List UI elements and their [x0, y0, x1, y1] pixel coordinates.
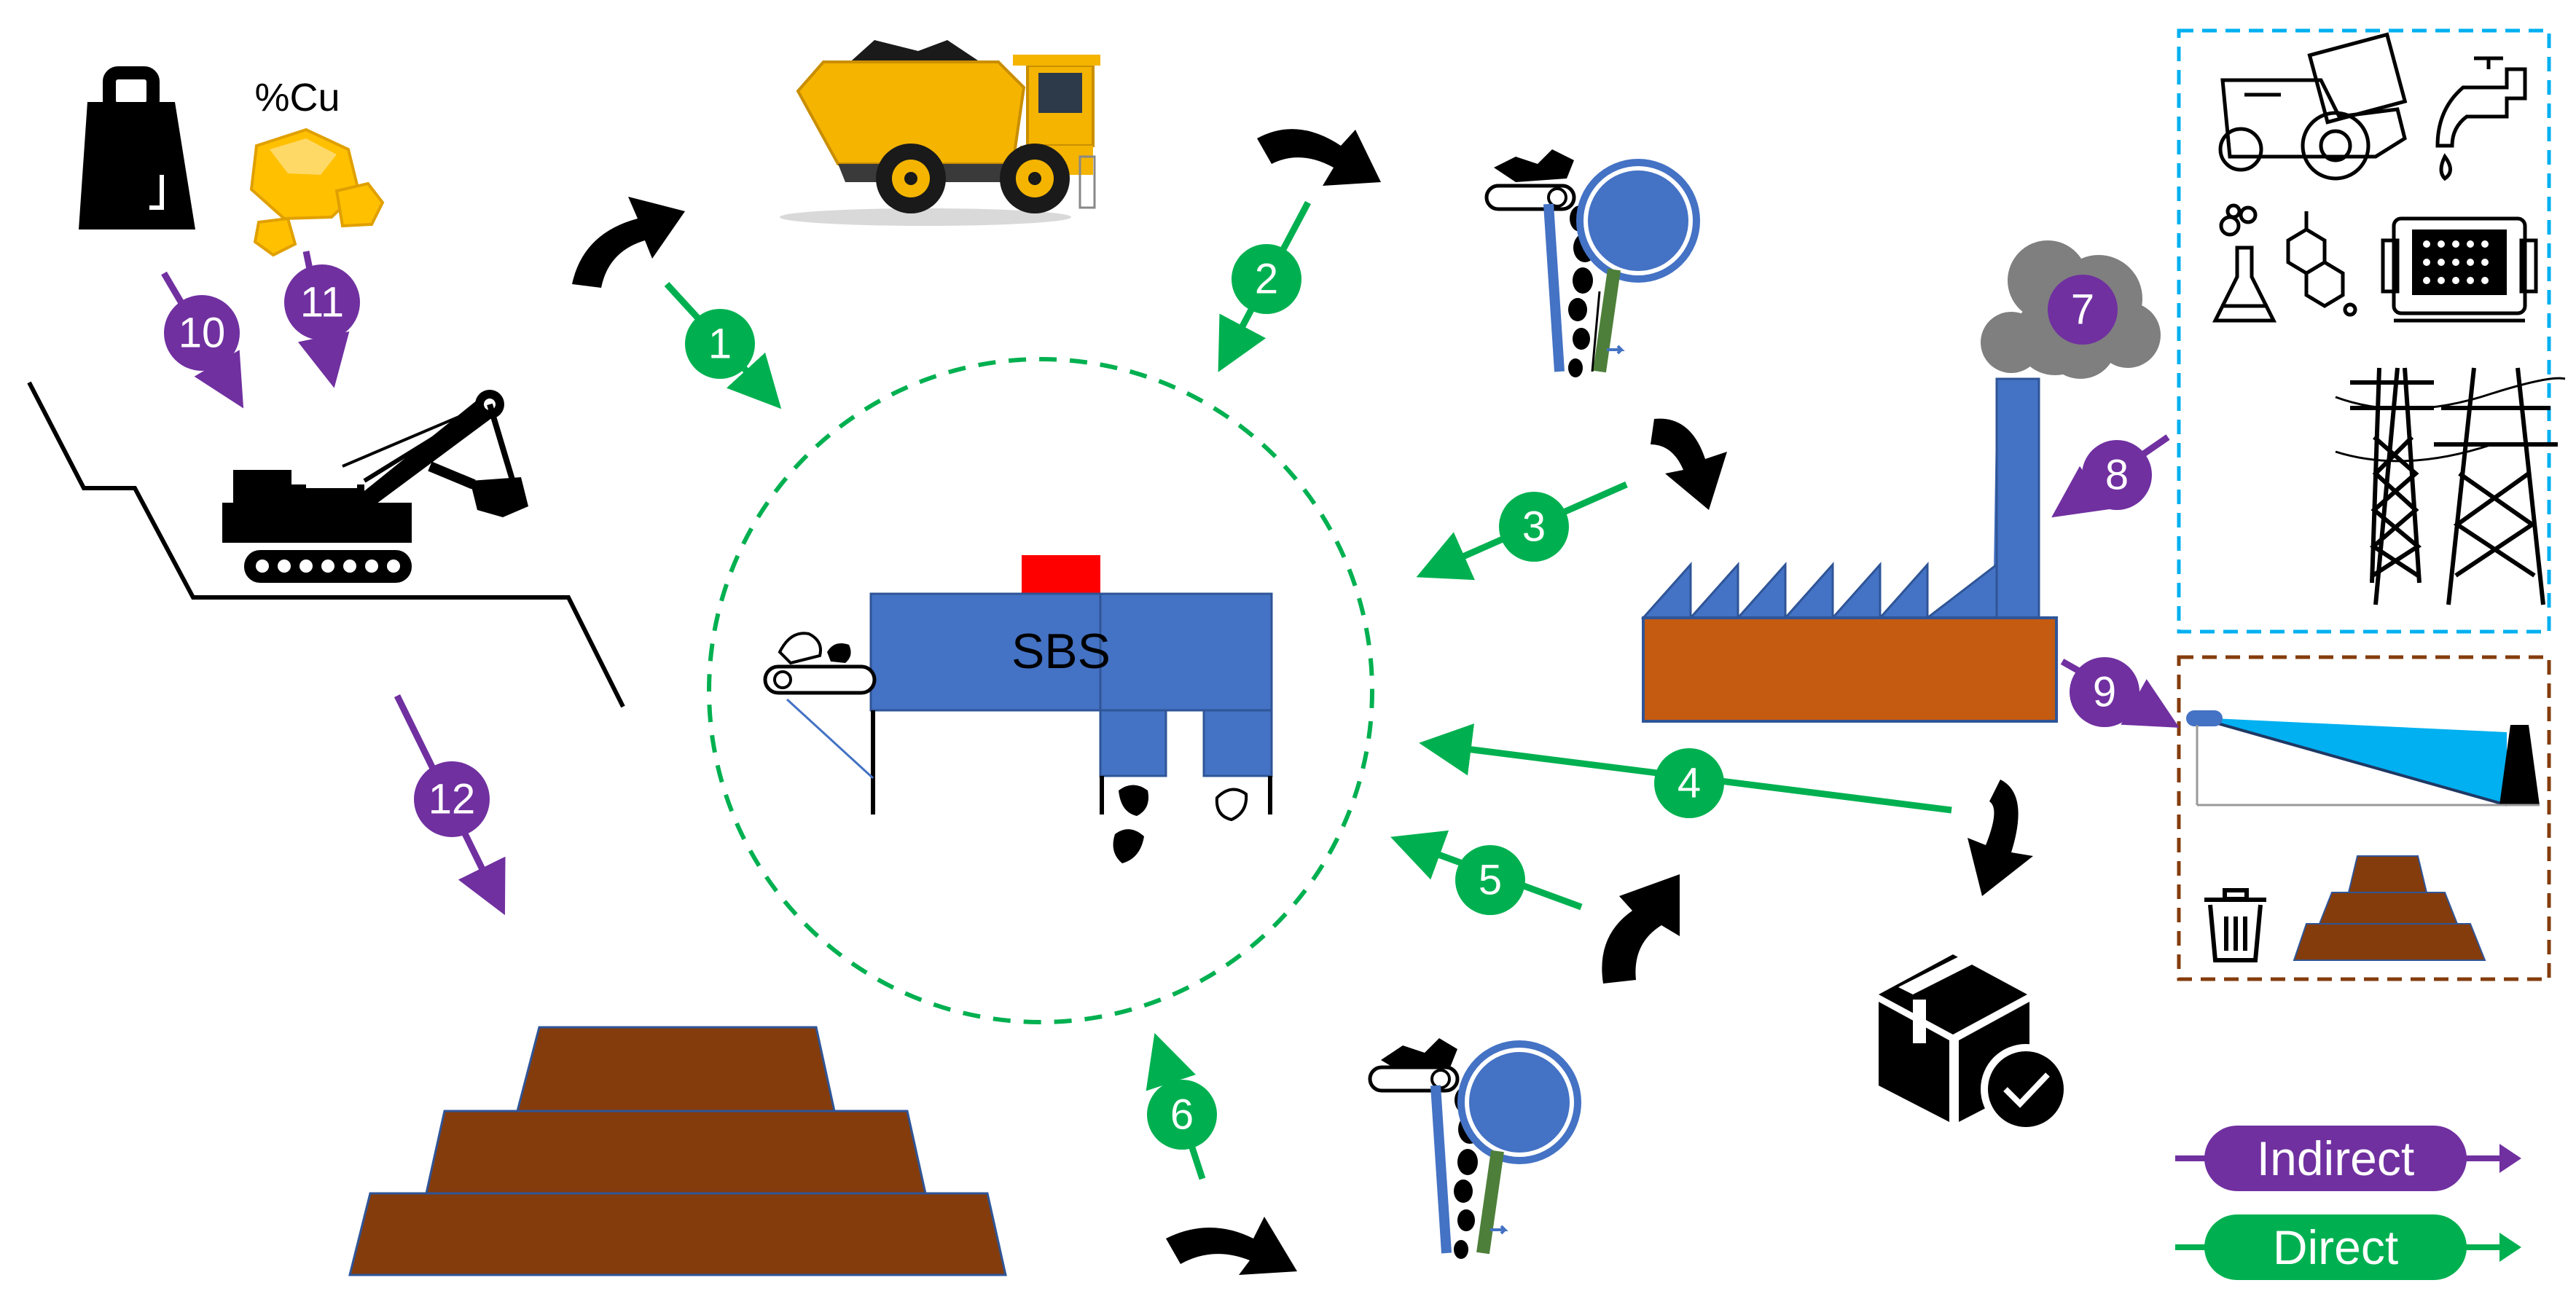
tailings-dam-icon	[2186, 710, 2540, 806]
badge-10: 10	[179, 310, 226, 357]
badge-9: 9	[2093, 669, 2116, 716]
sbs-machine: SBS	[763, 555, 1273, 863]
badge-12: 12	[428, 776, 476, 823]
sbs-boundary	[707, 357, 1374, 1024]
ore-sorter-icon-lower	[1368, 1038, 1581, 1259]
legend-direct: Direct	[2273, 1220, 2398, 1274]
processing-plant-icon	[1640, 377, 2058, 723]
badge-3: 3	[1522, 503, 1546, 551]
open-pit-profile	[27, 381, 625, 708]
legend-indirect: Indirect	[2257, 1131, 2414, 1185]
badge-7: 7	[2071, 286, 2094, 334]
badge-6: 6	[1170, 1091, 1194, 1139]
trash-bin-icon	[2204, 888, 2266, 962]
weight-letter: T	[104, 119, 157, 217]
inputs-box	[2177, 28, 2551, 634]
badge-11: 11	[300, 279, 344, 326]
copper-grade-label: %Cu	[254, 76, 340, 119]
flow-arrow-pit-to-truck	[572, 197, 685, 288]
badge-4: 4	[1677, 760, 1701, 807]
tractor-icon	[2218, 32, 2408, 181]
badge-2: 2	[1255, 256, 1278, 303]
ore-sorter-icon	[1484, 149, 1700, 377]
flow-arrow-to-sorter-lower	[1166, 1217, 1297, 1275]
legend: Indirect Direct	[2175, 1126, 2521, 1280]
waste-stockpile-icon	[348, 1026, 1007, 1276]
haul-truck-icon	[780, 40, 1100, 226]
badge-5: 5	[1479, 857, 1502, 904]
flow-arrow-sorter-to-plant	[1651, 418, 1727, 510]
power-tower-icon	[2335, 367, 2566, 605]
flow-arrow-truck-to-sorter	[1257, 129, 1381, 186]
water-tap-icon	[2435, 56, 2527, 181]
sbs-label: SBS	[1011, 624, 1111, 679]
flow-arrow-sorter-to-plant-lower	[1602, 874, 1680, 984]
sbs-red-sensor	[1022, 555, 1100, 595]
badge-8: 8	[2105, 452, 2129, 499]
ball-mill-icon	[2381, 216, 2538, 323]
copper-ore-icon	[249, 127, 385, 257]
excavator-icon	[222, 390, 528, 583]
number-badges: 1 2 3 4 5 6 7 8 9 10 11 12	[164, 244, 2152, 1150]
weight-icon: T	[79, 66, 195, 229]
chemicals-flask-icon	[2212, 203, 2357, 323]
product-box-icon	[1879, 954, 2071, 1134]
flow-arrow-plant-to-product	[1968, 780, 2033, 896]
waste-stockpile-small-icon	[2293, 855, 2486, 961]
flow-arrows	[572, 129, 2033, 1275]
badge-1: 1	[708, 321, 732, 368]
